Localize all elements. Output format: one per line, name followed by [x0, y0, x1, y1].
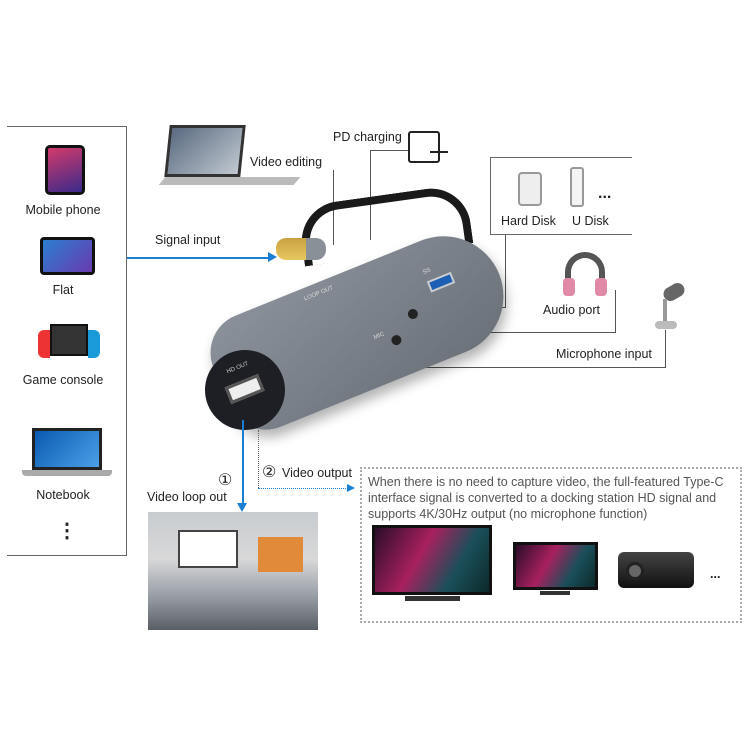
u-disk-icon — [570, 167, 584, 207]
audio-jack — [406, 307, 420, 321]
charger-icon — [408, 131, 448, 163]
tablet-icon — [40, 237, 95, 275]
microphone-icon — [655, 280, 688, 330]
more-outputs-icon: ... — [710, 567, 721, 581]
device-label: Flat — [52, 283, 74, 297]
signal-arrow — [127, 257, 272, 259]
output-number: ② — [262, 464, 277, 481]
device-label: Game console — [22, 373, 104, 387]
classroom-photo — [148, 512, 318, 630]
game-console-icon — [38, 322, 100, 362]
laptop-icon — [22, 428, 112, 478]
arrow-head-icon — [268, 252, 277, 262]
arrow-head-icon — [237, 503, 247, 512]
video-editing-label: Video editing — [250, 155, 323, 169]
video-loop-out-label: Video loop out — [147, 490, 227, 504]
headphones-icon — [563, 252, 607, 296]
output-note: When there is no need to capture video, … — [368, 475, 724, 521]
device-label: Notebook — [36, 488, 90, 502]
usb-c-connector — [276, 238, 326, 260]
u-disk-label: U Disk — [572, 214, 609, 228]
loop-out-port-label: LOOP OUT — [303, 285, 335, 303]
loop-number: ① — [218, 472, 233, 489]
pd-charging-label: PD charging — [333, 130, 402, 144]
more-devices-icon: ⋮ — [57, 520, 77, 542]
projector-icon — [618, 552, 694, 588]
video-output-label: Video output — [282, 466, 352, 480]
usb-port — [426, 271, 456, 293]
audio-port-label: Audio port — [543, 303, 600, 317]
loop-arrow — [242, 420, 244, 505]
output-arrow — [258, 488, 348, 489]
source-devices-panel — [7, 126, 127, 556]
signal-input-label: Signal input — [155, 233, 221, 247]
hard-disk-label: Hard Disk — [501, 214, 556, 228]
device-label: Mobile phone — [25, 203, 101, 217]
hd-out-label: HD OUT — [225, 361, 250, 376]
phone-icon — [45, 145, 85, 195]
storage-box — [490, 157, 632, 235]
monitor-icon — [372, 525, 492, 595]
monitor-icon — [513, 542, 598, 590]
mic-jack — [389, 333, 403, 347]
hdmi-port — [224, 373, 265, 405]
more-storage-icon: ... — [598, 185, 612, 202]
arrow-head-icon — [347, 484, 355, 492]
microphone-input-label: Microphone input — [556, 347, 652, 361]
output-info-box: When there is no need to capture video, … — [360, 467, 742, 623]
usb-port-label: SS — [422, 267, 432, 276]
hard-disk-icon — [518, 172, 542, 206]
mic-port-label: MIC — [373, 331, 386, 342]
